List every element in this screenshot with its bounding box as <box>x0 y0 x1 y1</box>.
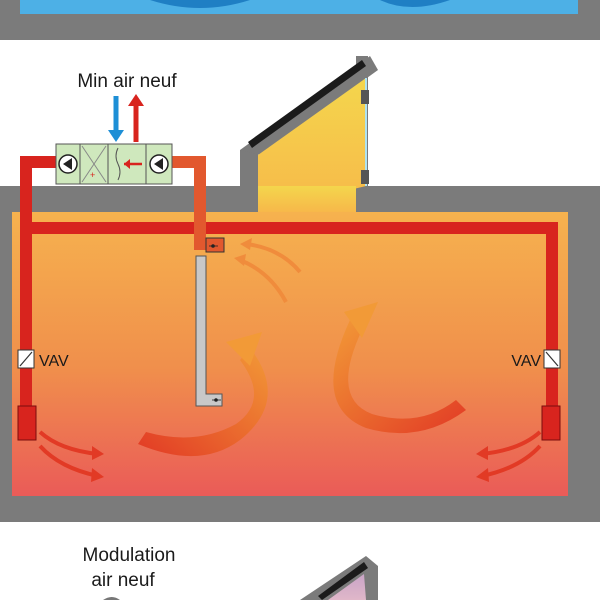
air-handling-unit: + <box>55 143 173 185</box>
diffuser-left <box>17 405 37 441</box>
return-grille-pipe <box>195 255 223 407</box>
fan-icon <box>149 154 169 174</box>
bottom-label-line2: air neuf <box>91 570 155 591</box>
room-interior <box>12 212 568 496</box>
solar-panel-icon <box>248 60 366 148</box>
fresh-air-arrows <box>108 94 144 142</box>
next-panel-preview <box>103 556 378 600</box>
damper-icon <box>115 147 142 181</box>
vav-label-right: VAV <box>511 353 541 370</box>
skylight <box>248 60 369 212</box>
airflow-arrows <box>38 238 542 482</box>
previous-panel-strip <box>0 0 600 40</box>
bottom-label-line1: Modulation <box>83 545 176 566</box>
svg-text:+: + <box>90 170 95 180</box>
top-label: Min air neuf <box>77 71 177 92</box>
fan-icon <box>58 154 78 174</box>
diffuser-right <box>541 405 561 441</box>
return-ductwork <box>170 156 225 253</box>
heat-exchanger-icon: + <box>81 145 107 183</box>
vav-label-left: VAV <box>39 353 69 370</box>
